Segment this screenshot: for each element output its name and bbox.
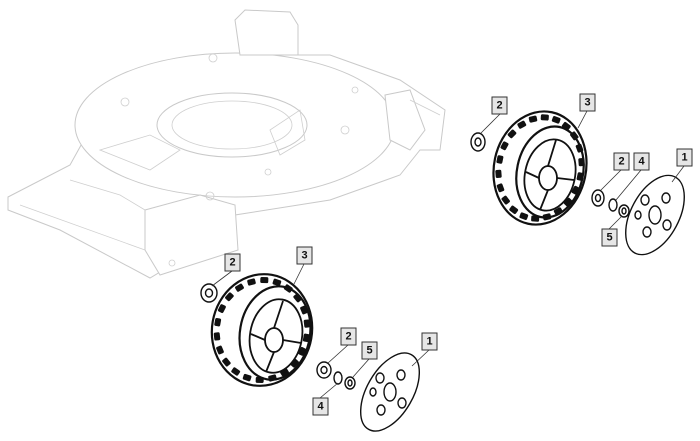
tread-block: [531, 215, 540, 222]
tread-block: [213, 332, 221, 341]
tread-block: [542, 213, 552, 221]
tread-block: [235, 283, 244, 292]
tread-block: [268, 374, 277, 382]
tread-block: [303, 319, 311, 328]
tread-block: [225, 292, 234, 302]
tread-block: [293, 293, 302, 303]
tread-block: [496, 155, 504, 164]
tread-block: [528, 115, 538, 123]
tread-block: [255, 376, 264, 383]
svg-text:4: 4: [317, 401, 324, 413]
svg-text:5: 5: [606, 232, 612, 244]
svg-text:1: 1: [681, 152, 687, 164]
callout-front-5: 5: [361, 341, 378, 360]
tread-block: [578, 157, 585, 167]
front-wheel-hub: [248, 298, 304, 374]
svg-text:3: 3: [301, 250, 307, 262]
tread-block: [501, 195, 510, 205]
tread-block: [571, 185, 580, 195]
rear-wheel-assembly: [470, 110, 685, 256]
tread-block: [507, 129, 517, 139]
svg-text:2: 2: [345, 331, 351, 343]
tread-block: [217, 304, 226, 314]
tread-block: [214, 317, 222, 327]
svg-text:4: 4: [638, 156, 645, 168]
rear-wheel-hub: [523, 138, 577, 212]
svg-text:3: 3: [584, 97, 590, 109]
tread-block: [561, 122, 571, 131]
callouts: 2 3 2 4 1 5 2: [211, 93, 693, 416]
tread-block: [496, 183, 505, 193]
mower-deck-ghost: [7, 9, 446, 279]
tread-block: [242, 373, 252, 382]
callout-rear-4: 4: [633, 152, 650, 171]
svg-text:1: 1: [426, 336, 432, 348]
callout-rear-1: 1: [676, 148, 693, 167]
front-bearing-left: [200, 283, 218, 303]
callout-front-3: 3: [296, 246, 313, 265]
tread-block: [563, 197, 573, 207]
rear-washer: [608, 198, 618, 212]
tread-block: [540, 114, 549, 121]
tread-block: [509, 205, 519, 214]
rear-bearing-right: [591, 189, 605, 207]
tread-block: [302, 333, 310, 343]
front-hub-cap: [359, 352, 421, 432]
tread-block: [575, 143, 584, 153]
svg-text:2: 2: [618, 156, 624, 168]
tread-block: [570, 131, 579, 141]
svg-text:5: 5: [366, 345, 372, 357]
front-bearing-right: [316, 361, 332, 379]
tread-block: [500, 141, 509, 151]
tread-block: [272, 278, 282, 287]
front-wheel-tread: [213, 277, 311, 383]
front-nut: [344, 376, 356, 390]
callout-front-2-right: 2: [340, 327, 357, 346]
svg-text:2: 2: [496, 100, 502, 112]
tread-block: [222, 357, 231, 367]
rear-hub-cap: [625, 174, 685, 256]
svg-text:2: 2: [229, 257, 235, 269]
tread-block: [290, 358, 299, 368]
callout-front-1: 1: [421, 332, 438, 351]
tread-block: [300, 305, 308, 315]
rear-nut: [618, 204, 630, 218]
tread-block: [553, 207, 563, 216]
callout-rear-3: 3: [579, 93, 596, 112]
callout-rear-2-left: 2: [491, 96, 508, 115]
tread-block: [519, 212, 529, 220]
callout-rear-5: 5: [601, 228, 618, 247]
tread-block: [231, 367, 241, 376]
callout-front-4: 4: [312, 397, 329, 416]
tread-block: [216, 345, 224, 355]
callout-rear-2-right: 2: [613, 152, 630, 171]
rear-wheel-tread: [495, 114, 585, 222]
tread-block: [495, 169, 502, 179]
tread-block: [517, 120, 527, 129]
tread-block: [283, 284, 293, 293]
front-washer: [333, 371, 343, 385]
front-wheel-assembly: [200, 273, 421, 432]
rear-bearing-left: [470, 132, 486, 152]
tread-block: [247, 278, 256, 286]
tread-block: [576, 172, 584, 181]
tread-block: [551, 116, 561, 124]
callout-front-2-left: 2: [224, 253, 241, 272]
tread-block: [260, 277, 269, 284]
